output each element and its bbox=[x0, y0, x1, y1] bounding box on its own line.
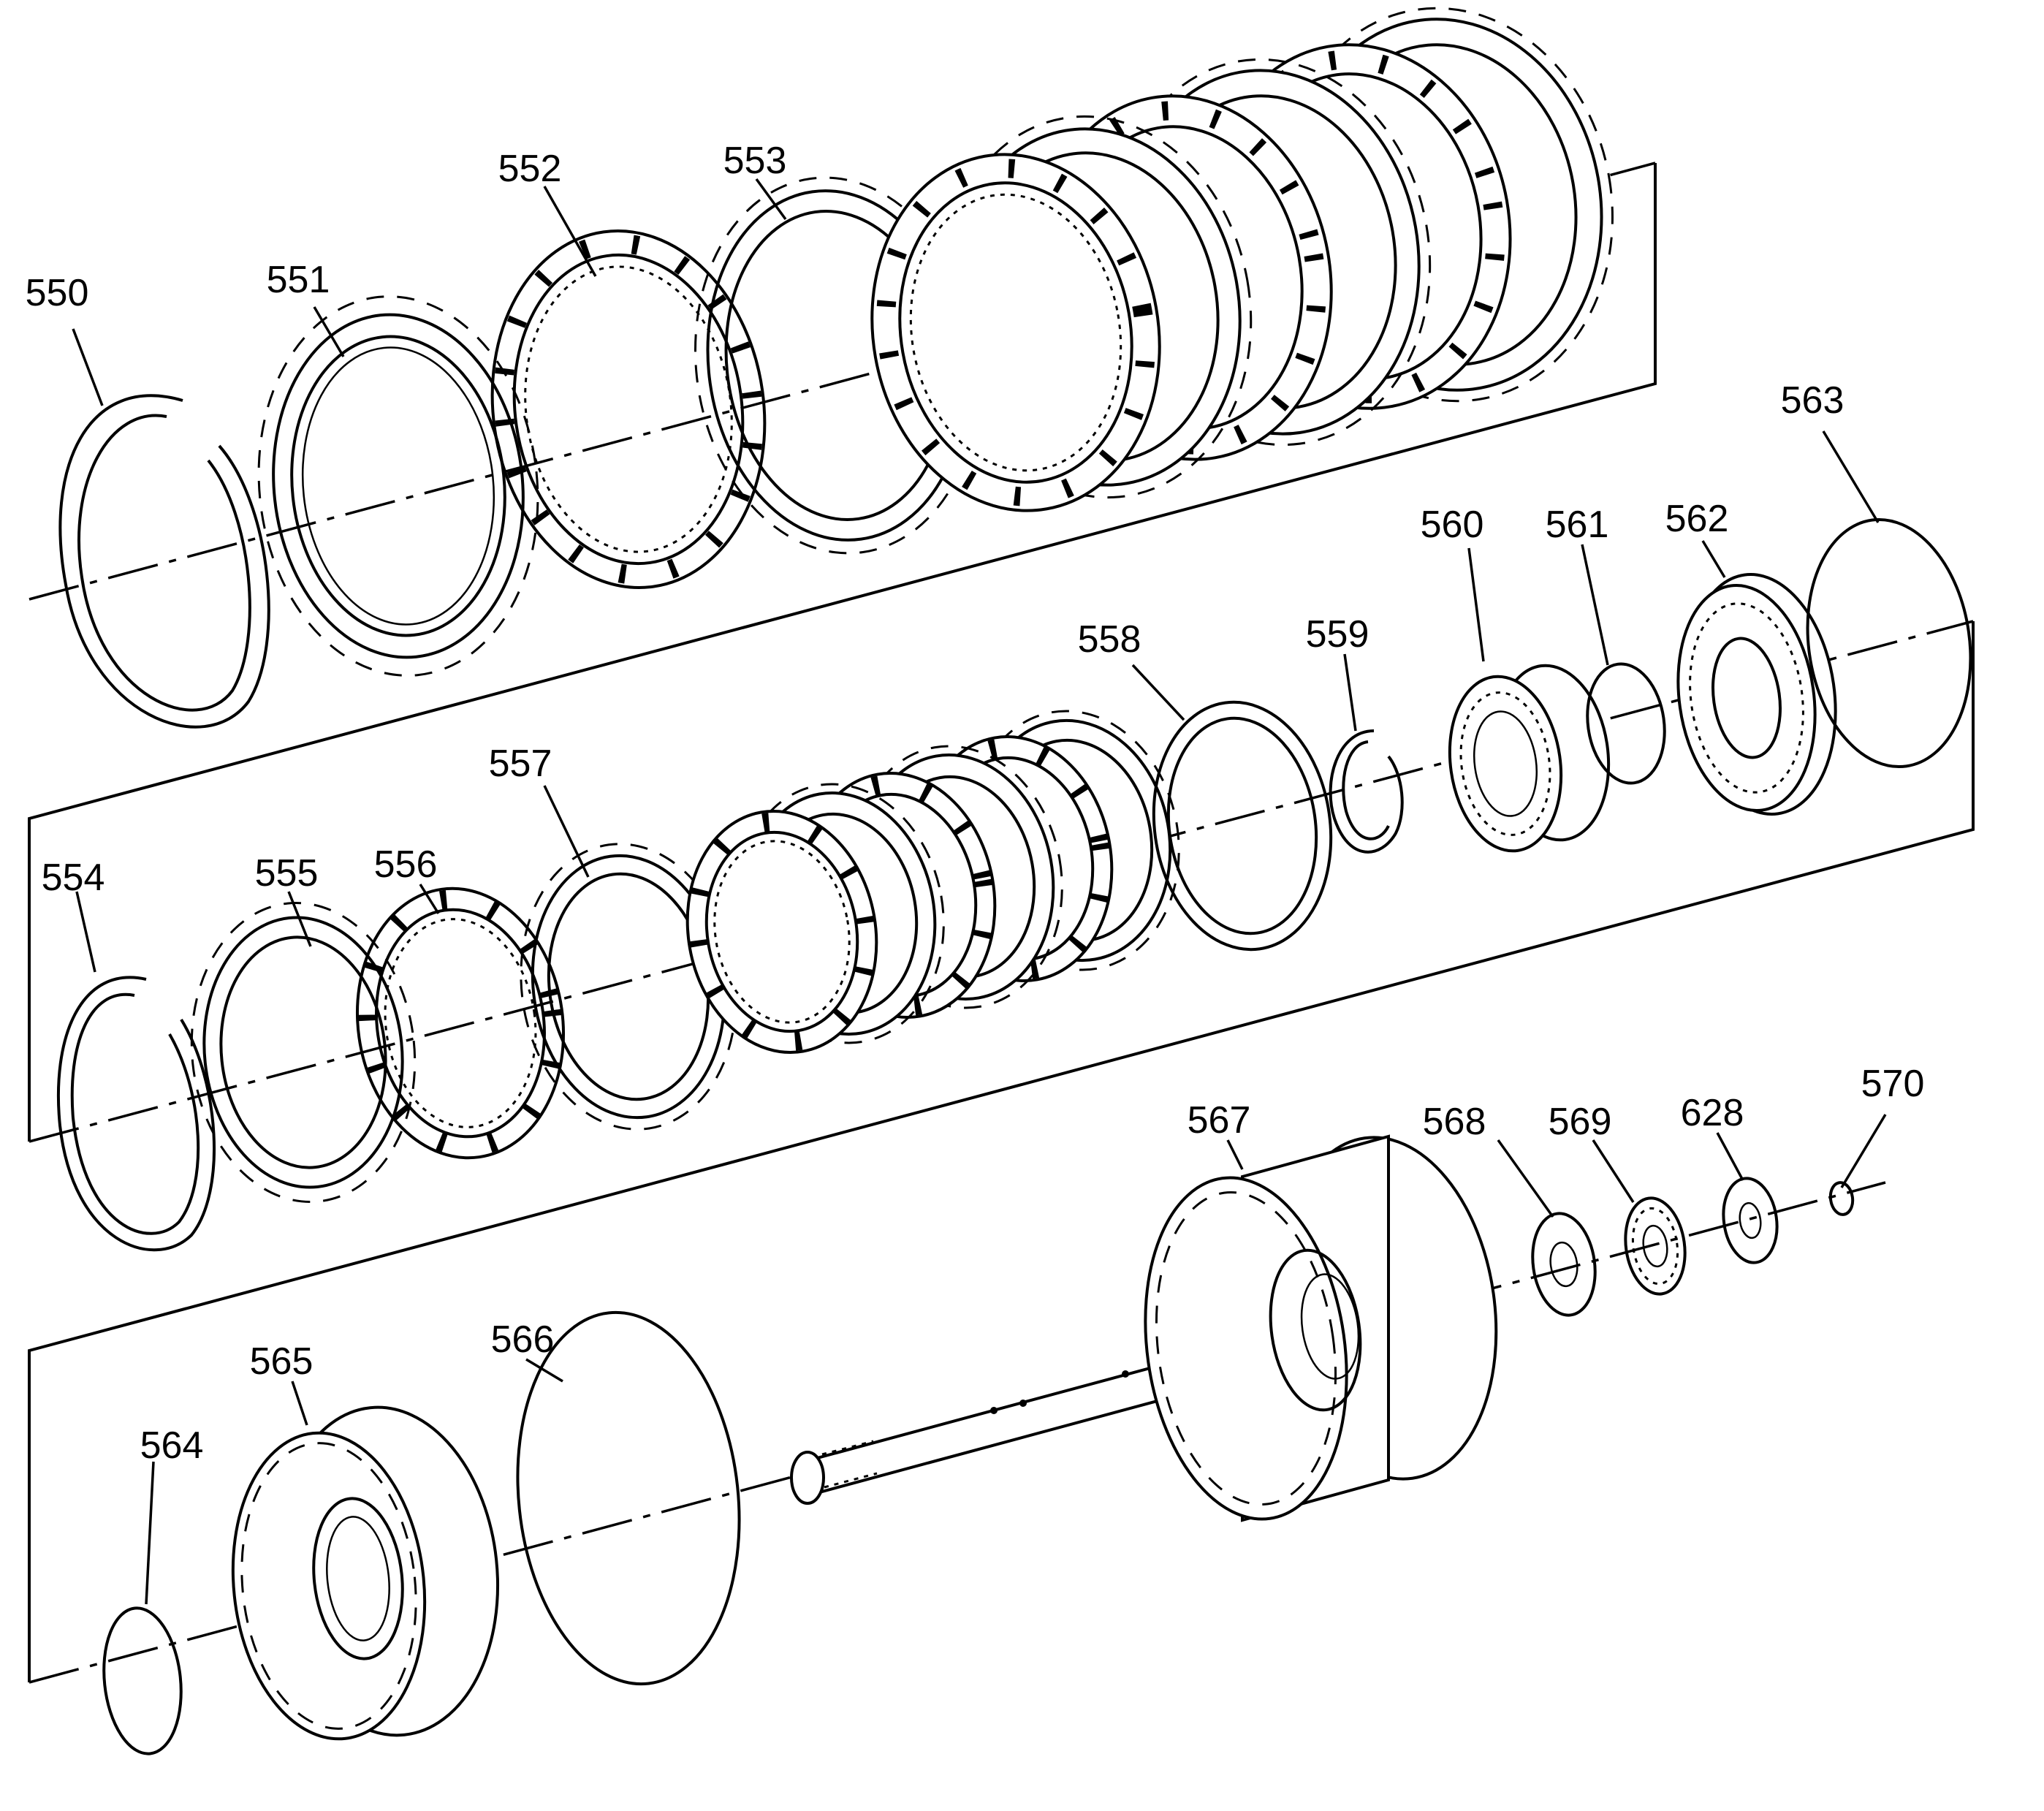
seal-ring-561 bbox=[1586, 662, 1666, 785]
callout-557: 557 bbox=[489, 743, 552, 785]
seal-ring-566 bbox=[516, 1310, 741, 1686]
snap-ring-559 bbox=[1329, 729, 1404, 854]
callout-558: 558 bbox=[1078, 618, 1141, 661]
clutch-pack-row-2 bbox=[685, 710, 1180, 1054]
piston-562 bbox=[1676, 573, 1837, 816]
snap-ring-570 bbox=[1828, 1181, 1855, 1216]
spring-assembly-560 bbox=[1448, 664, 1611, 853]
callout-564: 564 bbox=[140, 1424, 204, 1467]
clutch-housing-567 bbox=[1144, 1134, 1498, 1522]
seal-ring-564 bbox=[102, 1606, 183, 1755]
frame-connector-1 bbox=[28, 163, 1657, 1142]
callout-556: 556 bbox=[374, 843, 438, 886]
frame-connector-2 bbox=[28, 621, 1975, 1682]
callout-570: 570 bbox=[1861, 1063, 1925, 1105]
thrust-washer-568 bbox=[1531, 1212, 1597, 1317]
seal-ring-563 bbox=[1806, 517, 1972, 769]
callout-561: 561 bbox=[1546, 504, 1609, 546]
callout-551: 551 bbox=[267, 259, 330, 301]
steel-plate-558 bbox=[1152, 700, 1333, 952]
callout-566: 566 bbox=[491, 1318, 555, 1361]
pressure-plate-555 bbox=[190, 902, 417, 1203]
callout-568: 568 bbox=[1423, 1101, 1486, 1143]
pressure-plate-551 bbox=[257, 295, 539, 677]
callout-567: 567 bbox=[1188, 1099, 1251, 1142]
friction-plate-556 bbox=[355, 886, 566, 1160]
thrust-washer-628 bbox=[1722, 1177, 1779, 1264]
callout-550: 550 bbox=[26, 272, 89, 314]
callout-565: 565 bbox=[250, 1340, 314, 1383]
callout-562: 562 bbox=[1665, 498, 1729, 540]
callout-labels: 550 551 552 553 554 555 556 557 558 559 … bbox=[26, 140, 1925, 1467]
callout-559: 559 bbox=[1306, 613, 1369, 656]
thrust-bearing-569 bbox=[1624, 1196, 1687, 1296]
callout-628: 628 bbox=[1681, 1092, 1744, 1134]
callout-560: 560 bbox=[1421, 504, 1484, 546]
clutch-pack-row-1 bbox=[870, 7, 1614, 512]
piston-housing-565 bbox=[231, 1405, 500, 1741]
callout-555: 555 bbox=[255, 852, 319, 895]
snap-ring-550 bbox=[58, 394, 270, 729]
callout-553: 553 bbox=[723, 140, 787, 182]
callout-554: 554 bbox=[42, 857, 105, 899]
callout-569: 569 bbox=[1549, 1101, 1612, 1143]
callout-552: 552 bbox=[498, 148, 562, 190]
callout-563: 563 bbox=[1781, 379, 1844, 422]
callout-leader-lines bbox=[72, 178, 1887, 1605]
